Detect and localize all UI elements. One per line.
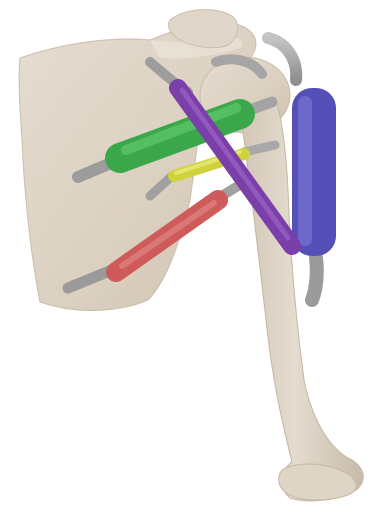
muscle-blue [292, 88, 336, 256]
